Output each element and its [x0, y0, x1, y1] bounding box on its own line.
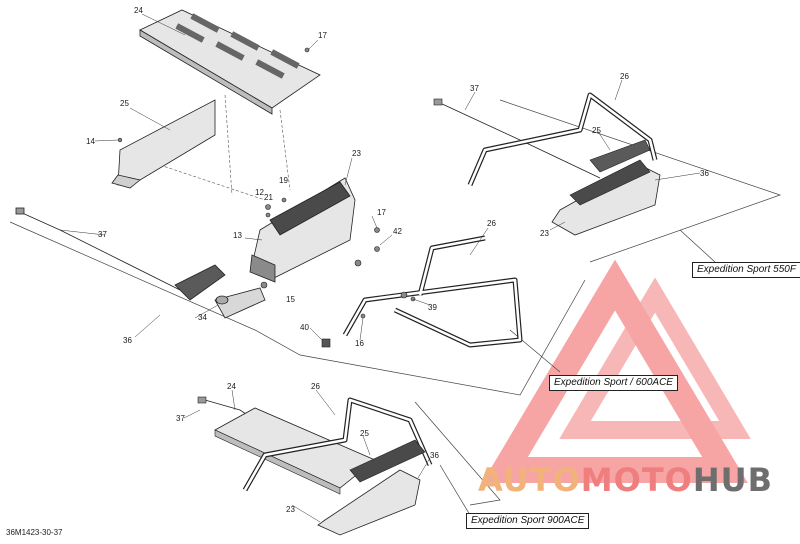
callout-16: 16: [355, 339, 364, 348]
bracket-left: [111, 99, 216, 189]
callout-24-top: 24: [134, 6, 143, 15]
callout-12: 12: [255, 188, 264, 197]
callout-37-left: 37: [98, 230, 107, 239]
callout-26-right: 26: [620, 72, 629, 81]
watermark-part-auto: AUTO: [478, 461, 581, 499]
callout-42: 42: [393, 227, 402, 236]
callout-39: 39: [428, 303, 437, 312]
callout-23-mid: 23: [352, 149, 361, 158]
callout-37-right: 37: [470, 84, 479, 93]
hardware-middle: [321, 291, 416, 348]
callout-15: 15: [286, 295, 295, 304]
callout-25-right: 25: [592, 126, 601, 135]
diagram-code: 36M1423-30-37: [6, 528, 63, 537]
callout-13: 13: [233, 231, 242, 240]
callout-17-top: 17: [318, 31, 327, 40]
watermark-part-hub: HUB: [692, 461, 774, 499]
callout-36-bot: 36: [430, 451, 439, 460]
watermark-text: AUTOMOTOHUB: [478, 460, 773, 500]
taillight-left: [15, 207, 266, 319]
callout-14: 14: [86, 137, 95, 146]
callout-19: 19: [279, 176, 288, 185]
model-label-600ace: Expedition Sport / 600ACE: [549, 375, 678, 391]
assembly-900ace: [197, 396, 433, 536]
hardware: [117, 47, 380, 289]
callout-25-left: 25: [120, 99, 129, 108]
model-label-550f: Expedition Sport 550F: [692, 262, 800, 278]
callout-25-bot: 25: [360, 429, 369, 438]
leader-900ace: [439, 464, 471, 516]
callout-37-bot: 37: [176, 414, 185, 423]
base-center: [249, 177, 356, 283]
callout-23-bot: 23: [286, 505, 295, 514]
watermark-part-moto: MOTO: [580, 461, 693, 499]
model-label-900ace: Expedition Sport 900ACE: [466, 513, 590, 529]
callout-26-bot: 26: [311, 382, 320, 391]
callout-17-mid: 17: [377, 208, 386, 217]
leader-550f: [679, 229, 716, 263]
callout-40: 40: [300, 323, 309, 332]
callout-26-mid: 26: [487, 219, 496, 228]
assembly-550f: [433, 92, 661, 236]
rack-top: [139, 9, 321, 115]
callout-23-right: 23: [540, 229, 549, 238]
callout-24-bot: 24: [227, 382, 236, 391]
panel-outline-550f: [499, 99, 782, 263]
callout-21: 21: [264, 193, 273, 202]
callout-34: 34: [198, 313, 207, 322]
panel-outline-900ace: [414, 401, 501, 506]
callout-36-right: 36: [700, 169, 709, 178]
callout-36-left: 36: [123, 336, 132, 345]
